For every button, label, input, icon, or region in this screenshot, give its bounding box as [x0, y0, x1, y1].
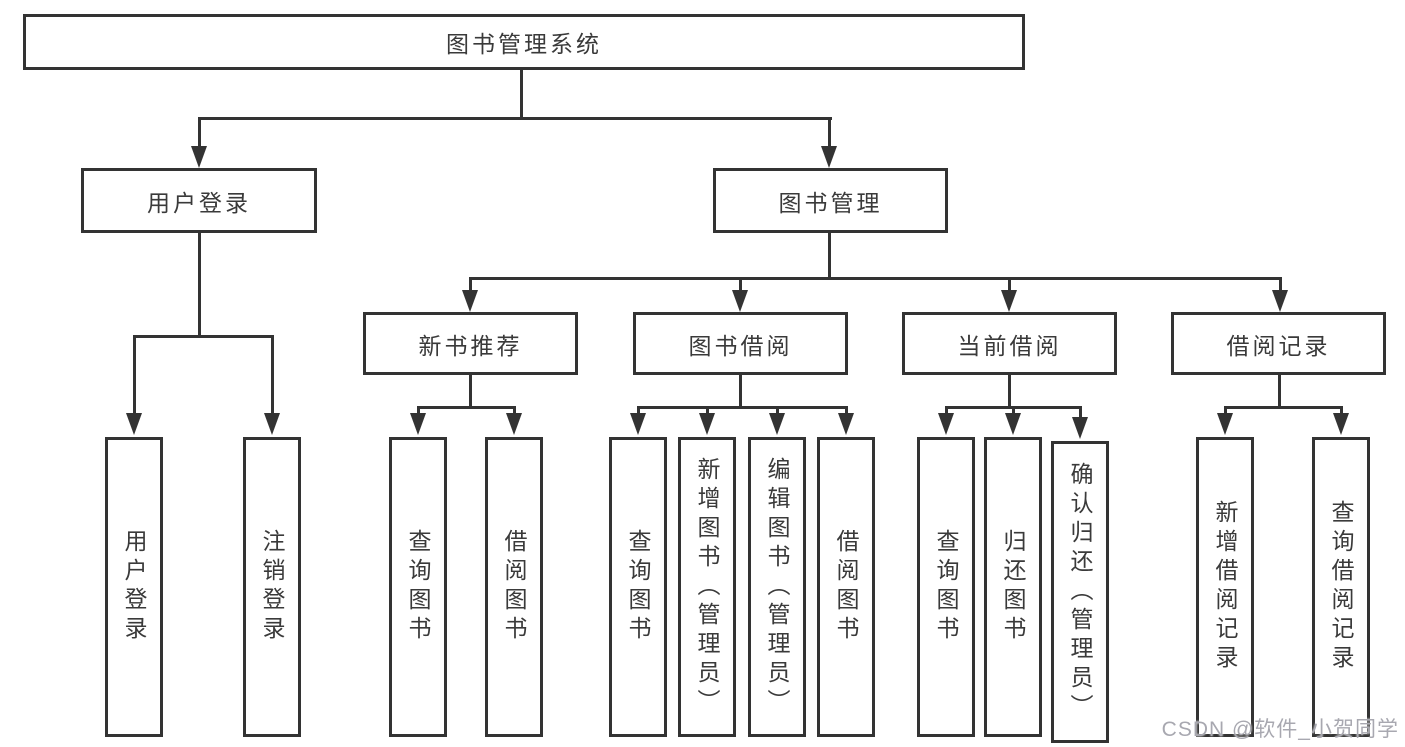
connector-line — [845, 406, 848, 418]
connector-line — [417, 406, 516, 409]
connector-line — [828, 117, 831, 150]
arrowhead-down-icon — [462, 290, 478, 312]
arrowhead-down-icon — [1217, 413, 1233, 435]
arrowhead-down-icon — [1333, 413, 1349, 435]
connector-line — [1340, 406, 1343, 418]
arrowhead-down-icon — [506, 413, 522, 435]
leaf-cb-query-books-label: 查询图书 — [933, 529, 959, 645]
arrowhead-down-icon — [699, 413, 715, 435]
arrowhead-down-icon — [126, 413, 142, 435]
leaf-bb-add-books: 新增图书（管理员） — [678, 437, 736, 737]
node-user-login-label: 用户登录 — [147, 189, 251, 216]
arrowhead-down-icon — [769, 413, 785, 435]
arrowhead-down-icon — [1072, 417, 1088, 439]
node-root: 图书管理系统 — [23, 14, 1025, 70]
connector-line — [739, 277, 742, 295]
arrowhead-down-icon — [1001, 290, 1017, 312]
node-root-label: 图书管理系统 — [446, 31, 602, 57]
connector-line — [198, 117, 832, 120]
leaf-user-login: 用户登录 — [105, 437, 163, 737]
leaf-logout: 注销登录 — [243, 437, 301, 737]
connector-line — [1008, 375, 1011, 409]
connector-line — [945, 406, 948, 418]
connector-line — [1278, 375, 1281, 409]
connector-line — [1224, 406, 1343, 409]
connector-line — [1008, 277, 1011, 295]
connector-line — [520, 70, 523, 120]
connector-line — [828, 233, 831, 280]
node-current-borrow-label: 当前借阅 — [957, 332, 1062, 359]
leaf-bb-borrow-books: 借阅图书 — [817, 437, 875, 737]
connector-line — [469, 277, 1282, 280]
leaf-bb-query-books-label: 查询图书 — [625, 529, 651, 645]
arrowhead-down-icon — [821, 146, 837, 168]
leaf-cb-confirm-return-label: 确认归还（管理员） — [1067, 461, 1093, 723]
leaf-bb-query-books: 查询图书 — [609, 437, 667, 737]
connector-line — [637, 406, 848, 409]
node-current-borrow: 当前借阅 — [902, 312, 1117, 375]
connector-line — [739, 375, 742, 409]
arrowhead-down-icon — [191, 146, 207, 168]
leaf-br-add-record: 新增借阅记录 — [1196, 437, 1254, 737]
arrowhead-down-icon — [1005, 413, 1021, 435]
leaf-br-add-record-label: 新增借阅记录 — [1212, 500, 1238, 674]
node-book-borrow: 图书借阅 — [633, 312, 848, 375]
connector-line — [271, 335, 274, 417]
leaf-cb-return-books: 归还图书 — [984, 437, 1042, 737]
leaf-user-login-label: 用户登录 — [121, 529, 147, 645]
leaf-bb-edit-books-label: 编辑图书（管理员） — [764, 456, 790, 718]
connector-line — [469, 277, 472, 295]
node-borrow-records-label: 借阅记录 — [1226, 332, 1331, 359]
arrowhead-down-icon — [630, 413, 646, 435]
arrowhead-down-icon — [1272, 290, 1288, 312]
csdn-watermark: CSDN @软件_小贺同学 — [1161, 718, 1399, 741]
leaf-cb-confirm-return: 确认归还（管理员） — [1051, 441, 1109, 743]
node-book-management: 图书管理 — [713, 168, 948, 233]
connector-line — [513, 406, 516, 418]
leaf-br-query-record-label: 查询借阅记录 — [1328, 500, 1354, 674]
node-new-book-recommend-label: 新书推荐 — [418, 332, 523, 359]
node-book-borrow-label: 图书借阅 — [688, 332, 793, 359]
leaf-nb-borrow-books-label: 借阅图书 — [501, 529, 527, 645]
leaf-bb-edit-books: 编辑图书（管理员） — [748, 437, 806, 737]
leaf-nb-borrow-books: 借阅图书 — [485, 437, 543, 737]
node-new-book-recommend: 新书推荐 — [363, 312, 578, 375]
leaf-logout-label: 注销登录 — [259, 529, 285, 645]
leaf-bb-borrow-books-label: 借阅图书 — [833, 529, 859, 645]
node-user-login: 用户登录 — [81, 168, 317, 233]
leaf-bb-add-books-label: 新增图书（管理员） — [694, 456, 720, 718]
leaf-cb-return-books-label: 归还图书 — [1000, 529, 1026, 645]
connector-line — [637, 406, 640, 418]
connector-line — [417, 406, 420, 418]
arrowhead-down-icon — [938, 413, 954, 435]
leaf-nb-query-books-label: 查询图书 — [405, 529, 431, 645]
connector-line — [1224, 406, 1227, 418]
connector-line — [1012, 406, 1015, 418]
connector-line — [706, 406, 709, 418]
leaf-br-query-record: 查询借阅记录 — [1312, 437, 1370, 737]
arrowhead-down-icon — [410, 413, 426, 435]
node-borrow-records: 借阅记录 — [1171, 312, 1386, 375]
connector-line — [776, 406, 779, 418]
arrowhead-down-icon — [732, 290, 748, 312]
arrowhead-down-icon — [838, 413, 854, 435]
connector-line — [198, 233, 201, 338]
arrowhead-down-icon — [264, 413, 280, 435]
leaf-nb-query-books: 查询图书 — [389, 437, 447, 737]
leaf-cb-query-books: 查询图书 — [917, 437, 975, 737]
connector-line — [133, 335, 136, 417]
connector-line — [1079, 406, 1082, 418]
connector-line — [1279, 277, 1282, 295]
connector-line — [198, 117, 201, 150]
connector-line — [133, 335, 274, 338]
connector-line — [469, 375, 472, 409]
node-book-management-label: 图书管理 — [778, 189, 883, 216]
